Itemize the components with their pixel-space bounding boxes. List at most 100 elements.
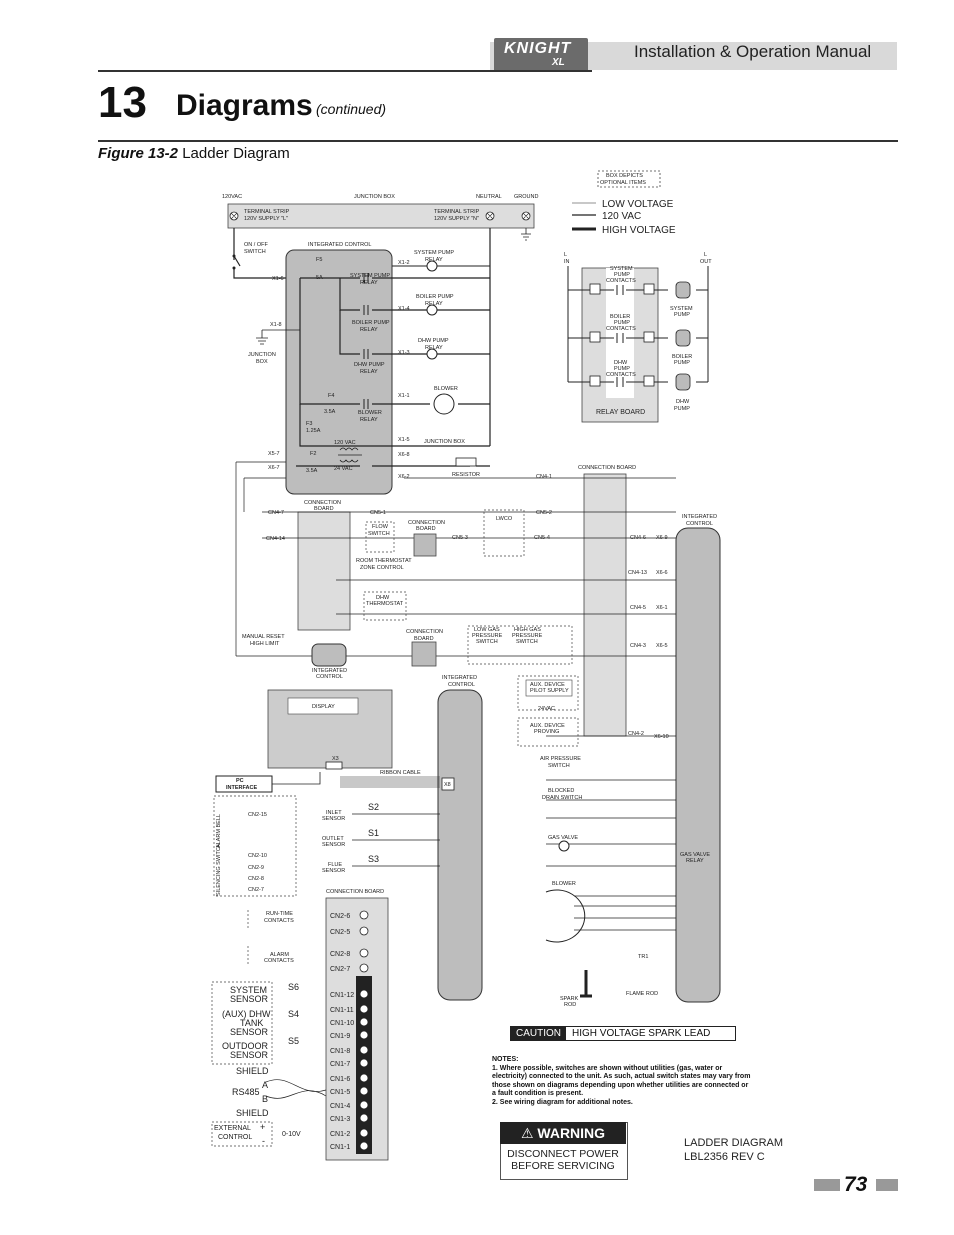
vac24-label: 24 VAC [334,466,353,472]
terminal-l-1: TERMINAL STRIP [244,209,290,215]
brand-logo [494,38,588,72]
gas-pressure-box [467,625,573,665]
a-label: A [262,1080,268,1090]
legend-high-voltage: HIGH VOLTAGE [602,225,676,236]
terminal-n-1: TERMINAL STRIP [434,209,480,215]
room-thermo-2: ZONE CONTROL [360,565,404,571]
sys-pump-relay-coil [426,260,438,272]
terminal-screw [359,910,369,920]
rb-boil-1: BOILER [610,314,630,320]
relay-board-label: RELAY BOARD [596,409,645,416]
brand-logo-sub: XL [552,57,565,68]
gas-valve-relay-1: GAS VALVE [680,852,710,858]
fuse-f2-2: 3.5A [306,468,318,474]
high-gas-3: SWITCH [516,639,538,645]
outlet-sensor-2: SENSOR [322,842,345,848]
aux-24vac: 24VAC [538,706,555,712]
x6-6: X6-6 [656,570,668,576]
flue-sensor-2: SENSOR [322,868,345,874]
warning-line-2: BEFORE SERVICING [511,1160,615,1172]
terminal-strip-label: CN1-5 [330,1089,350,1096]
alarm-box [213,795,297,897]
spark-rod-1: SPARK [560,996,579,1002]
terminal-screw [359,1113,369,1123]
boiler-relay-1: BOILER PUMP [352,320,390,326]
notes-title: NOTES: [492,1056,519,1063]
s3-label: S3 [368,854,379,864]
dhw-relay-2: RELAY [360,369,378,375]
terminal-x1-8: X1-8 [270,322,282,328]
note-2: 2. See wiring diagram for additional not… [492,1098,633,1106]
dhw-relay-coil [426,348,438,360]
rb-dhw-1: DHW [614,360,628,366]
blower-relay-1: BLOWER [358,410,382,416]
cb-small-1: CONNECTION [406,629,443,635]
connection-board-left [297,511,351,631]
terminal-x5-7: X5-7 [268,451,280,457]
flue-sensor-1: FLUE [328,862,342,868]
air-pressure-1: AIR PRESSURE [540,756,581,762]
cn2-15: CN2-15 [248,812,267,818]
terminal-strip-label: CN1-1 [330,1144,350,1151]
outlet-sensor-1: OUTLET [322,836,344,842]
legend-low-voltage: LOW VOLTAGE [602,199,674,210]
terminal-strip-label: CN1-11 [330,1007,354,1014]
rb-sys-pump-2: PUMP [674,312,690,318]
rb-dhw-2: PUMP [614,366,630,372]
ic-right-1: INTEGRATED [682,514,717,520]
cb-lower-label: CONNECTION BOARD [326,889,384,895]
boiler-relay-top-2: RELAY [425,301,443,307]
warning-body: DISCONNECT POWER BEFORE SERVICING [500,1148,626,1172]
cn5-1: CN5-1 [370,510,386,516]
sys-pump-relay-1: SYSTEM PUMP [350,273,390,279]
alarm-contacts-1: ALARM [270,952,289,958]
terminal-screw [359,926,369,936]
shield2-label: SHIELD [236,1108,269,1118]
notes-block: NOTES: 1. Where possible, switches are s… [492,1056,752,1108]
fuse-f3-2: 1.25A [306,428,321,434]
caution-message: HIGH VOLTAGE SPARK LEAD [572,1028,711,1039]
terminal-strip-label: CN2-5 [330,929,350,936]
terminal-x1-5: X1-5 [398,437,410,443]
legend-box-1: BOX DEPICTS [606,173,643,179]
gas-valve-relay-2: RELAY [686,858,704,864]
terminal-screw [359,1086,369,1096]
dhw-relay-top-2: RELAY [425,345,443,351]
cn4-13: CN4-13 [628,570,647,576]
terminal-strip-label: CN1-4 [330,1103,350,1110]
cn4-2: CN4-2 [628,731,644,737]
cn2-10: CN2-10 [248,853,267,859]
terminal-n-2: 120V SUPPLY "N" [434,216,479,222]
outdoor-sensor-1: OUTDOOR [222,1041,268,1051]
brand-logo-text: KNIGHT [504,40,572,57]
cn4-5: CN4-5 [630,605,646,611]
gas-valve-label: GAS VALVE [548,835,578,841]
s2-label: S2 [368,802,379,812]
terminal-x1-2: X1-2 [398,260,410,266]
rb-dhw-pump-2: PUMP [674,406,690,412]
cn2-7: CN2-7 [248,887,264,893]
high-gas-1: HIGH GAS [514,627,541,633]
chapter-continued: (continued) [316,101,387,117]
display-screen [287,697,359,715]
boiler-relay-top-1: BOILER PUMP [416,294,454,300]
plus-label: + [260,1122,265,1132]
blower-lower-label: BLOWER [552,881,576,887]
ext-control-2: CONTROL [218,1134,252,1141]
pc-interface-2: INTERFACE [226,785,258,791]
blower-motor-symbol [433,393,455,415]
dhw-sensor-1: (AUX) DHW [222,1009,271,1019]
warning-title: WARNING [537,1125,606,1141]
terminal-x1-4: X1-4 [398,306,410,312]
terminal-screw [359,963,369,973]
terminal-strip-label: CN1-8 [330,1048,350,1055]
lwco-box [483,509,525,557]
legend-120vac: 120 VAC [602,211,641,222]
x6-10: X6-10 [654,734,669,740]
fuse-f4-2: 3.5A [324,409,336,415]
boiler-relay-2: RELAY [360,327,378,333]
integrated-control-small [311,643,347,667]
cn2-9: CN2-9 [248,865,264,871]
revision-line-2: LBL2356 REV C [684,1151,765,1163]
